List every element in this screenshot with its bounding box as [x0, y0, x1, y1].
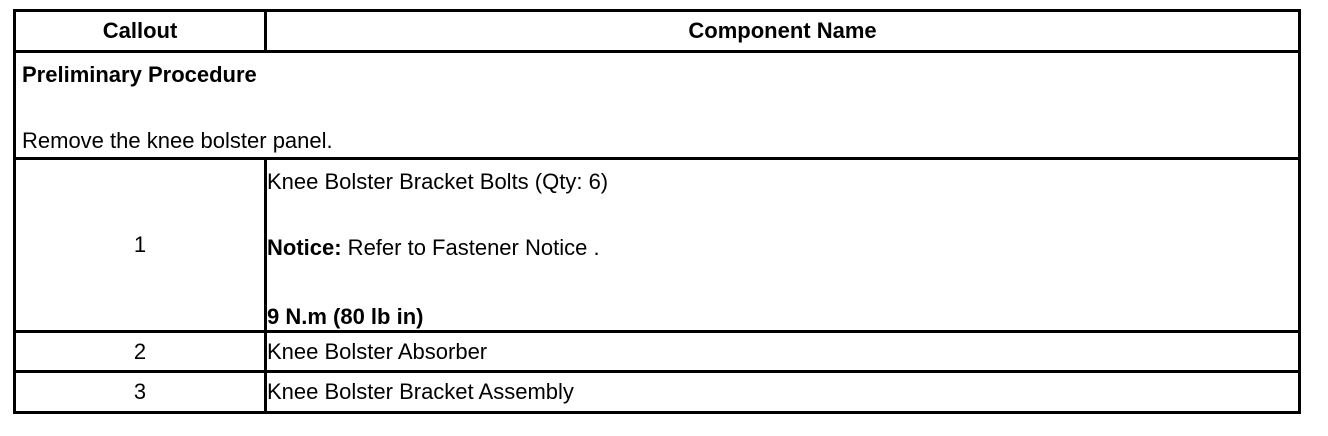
- procedure-table: Callout Component Name Preliminary Proce…: [13, 9, 1301, 414]
- table-row: 1 Knee Bolster Bracket Bolts (Qty: 6) No…: [13, 157, 1301, 333]
- notice-label: Notice:: [267, 235, 342, 260]
- notice: Notice: Refer to Fastener Notice .: [267, 235, 1298, 261]
- callout-cell: 1: [13, 157, 267, 333]
- callout-header: Callout: [13, 9, 267, 53]
- component-cell: Knee Bolster Bracket Bolts (Qty: 6) Noti…: [264, 157, 1301, 333]
- component-name: Knee Bolster Bracket Assembly: [264, 370, 1301, 414]
- notice-text: Refer to Fastener Notice .: [341, 235, 600, 260]
- callout-cell: 2: [13, 330, 267, 373]
- table-header-row: Callout Component Name: [13, 9, 1301, 53]
- table-row: 2 Knee Bolster Absorber: [13, 330, 1301, 373]
- preliminary-cell: Preliminary Procedure Remove the knee bo…: [13, 50, 1301, 160]
- component-name-header: Component Name: [264, 9, 1301, 53]
- callout-cell: 3: [13, 370, 267, 414]
- preliminary-row: Preliminary Procedure Remove the knee bo…: [13, 50, 1301, 160]
- component-name: Knee Bolster Absorber: [264, 330, 1301, 373]
- table-row: 3 Knee Bolster Bracket Assembly: [13, 370, 1301, 414]
- preliminary-text: Remove the knee bolster panel.: [22, 128, 333, 153]
- component-name: Knee Bolster Bracket Bolts (Qty: 6): [267, 169, 609, 194]
- preliminary-title: Preliminary Procedure: [22, 62, 257, 87]
- torque-spec: 9 N.m (80 lb in): [267, 304, 424, 329]
